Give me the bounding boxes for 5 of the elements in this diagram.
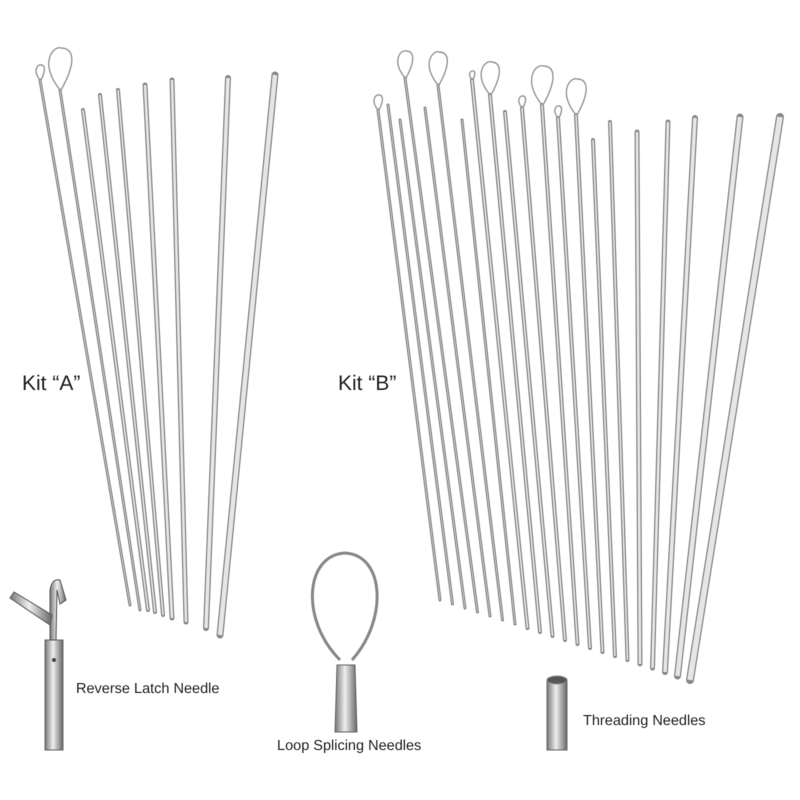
kit-label: Kit “B” xyxy=(338,372,396,396)
needle-label: Threading Needles xyxy=(583,713,706,729)
needle-label: Loop Splicing Needles xyxy=(277,738,422,754)
kit-label: Kit “A” xyxy=(22,372,80,396)
needle-label: Reverse Latch Needle xyxy=(76,681,220,697)
